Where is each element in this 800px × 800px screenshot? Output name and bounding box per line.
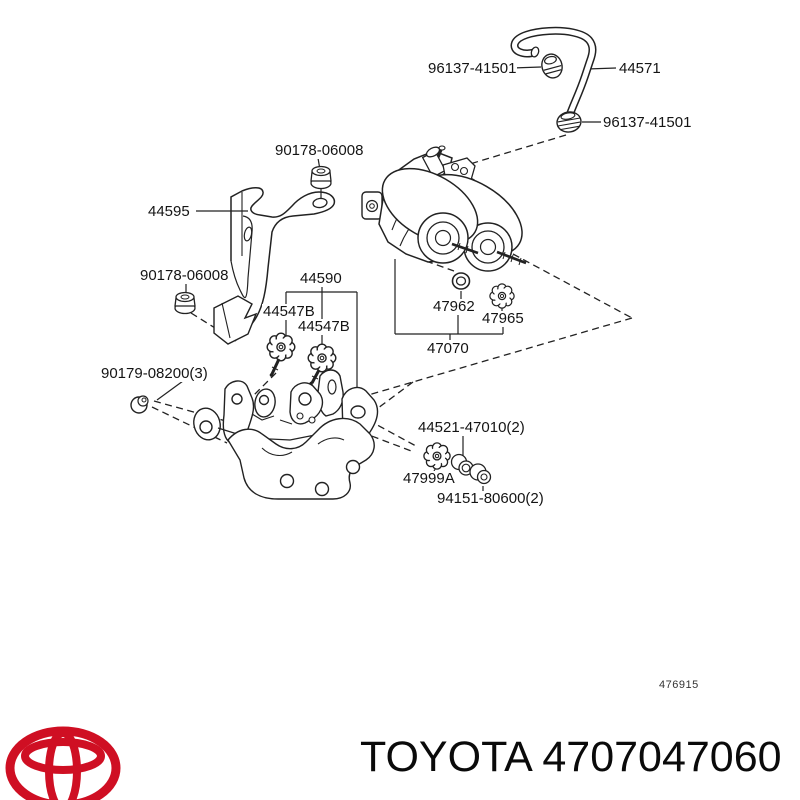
part-label-96137-41501-top: 96137-41501 xyxy=(427,60,518,77)
part-label-44547b-2: 44547B xyxy=(297,318,351,335)
grommet-47965 xyxy=(489,283,515,309)
part-label-94151-80600: 94151-80600(2) xyxy=(436,490,545,507)
part-label-47962: 47962 xyxy=(432,298,476,315)
accumulator-canister-front xyxy=(381,167,479,264)
flange-nut-left xyxy=(174,291,196,315)
toyota-logo-icon xyxy=(5,726,121,800)
brake-actuator-pump xyxy=(361,145,527,272)
hose-clamp-top xyxy=(541,53,563,79)
part-label-44521-47010: 44521-47010(2) xyxy=(417,419,526,436)
part-label-44547b-1: 44547B xyxy=(262,303,316,320)
part-label-96137-41501-bottom: 96137-41501 xyxy=(602,114,693,131)
part-label-44595: 44595 xyxy=(147,203,191,220)
grommet-47999a xyxy=(423,442,451,470)
bracket-44595 xyxy=(213,187,336,345)
o-ring-47962 xyxy=(451,272,471,290)
hose-clamp-bottom xyxy=(556,111,582,133)
mounting-bracket-assembly xyxy=(193,369,379,500)
part-label-90179-08200: 90179-08200(3) xyxy=(100,365,209,382)
part-label-44590: 44590 xyxy=(299,270,343,287)
nut-94151 xyxy=(469,463,492,485)
part-label-47965: 47965 xyxy=(481,310,525,327)
part-label-47070: 47070 xyxy=(426,340,470,357)
part-label-44571: 44571 xyxy=(618,60,662,77)
part-label-90178-06008-top: 90178-06008 xyxy=(274,142,365,159)
tube-44571 xyxy=(510,26,597,132)
part-label-47999a: 47999A xyxy=(402,470,456,487)
washer-44547b-1 xyxy=(266,332,296,377)
flange-nut-top xyxy=(310,165,332,190)
drawing-number: 476915 xyxy=(659,679,699,691)
part-label-90178-06008-left: 90178-06008 xyxy=(139,267,230,284)
footer-part-title: TOYOTA 4707047060 xyxy=(360,733,782,781)
bolt-90179 xyxy=(130,395,149,414)
